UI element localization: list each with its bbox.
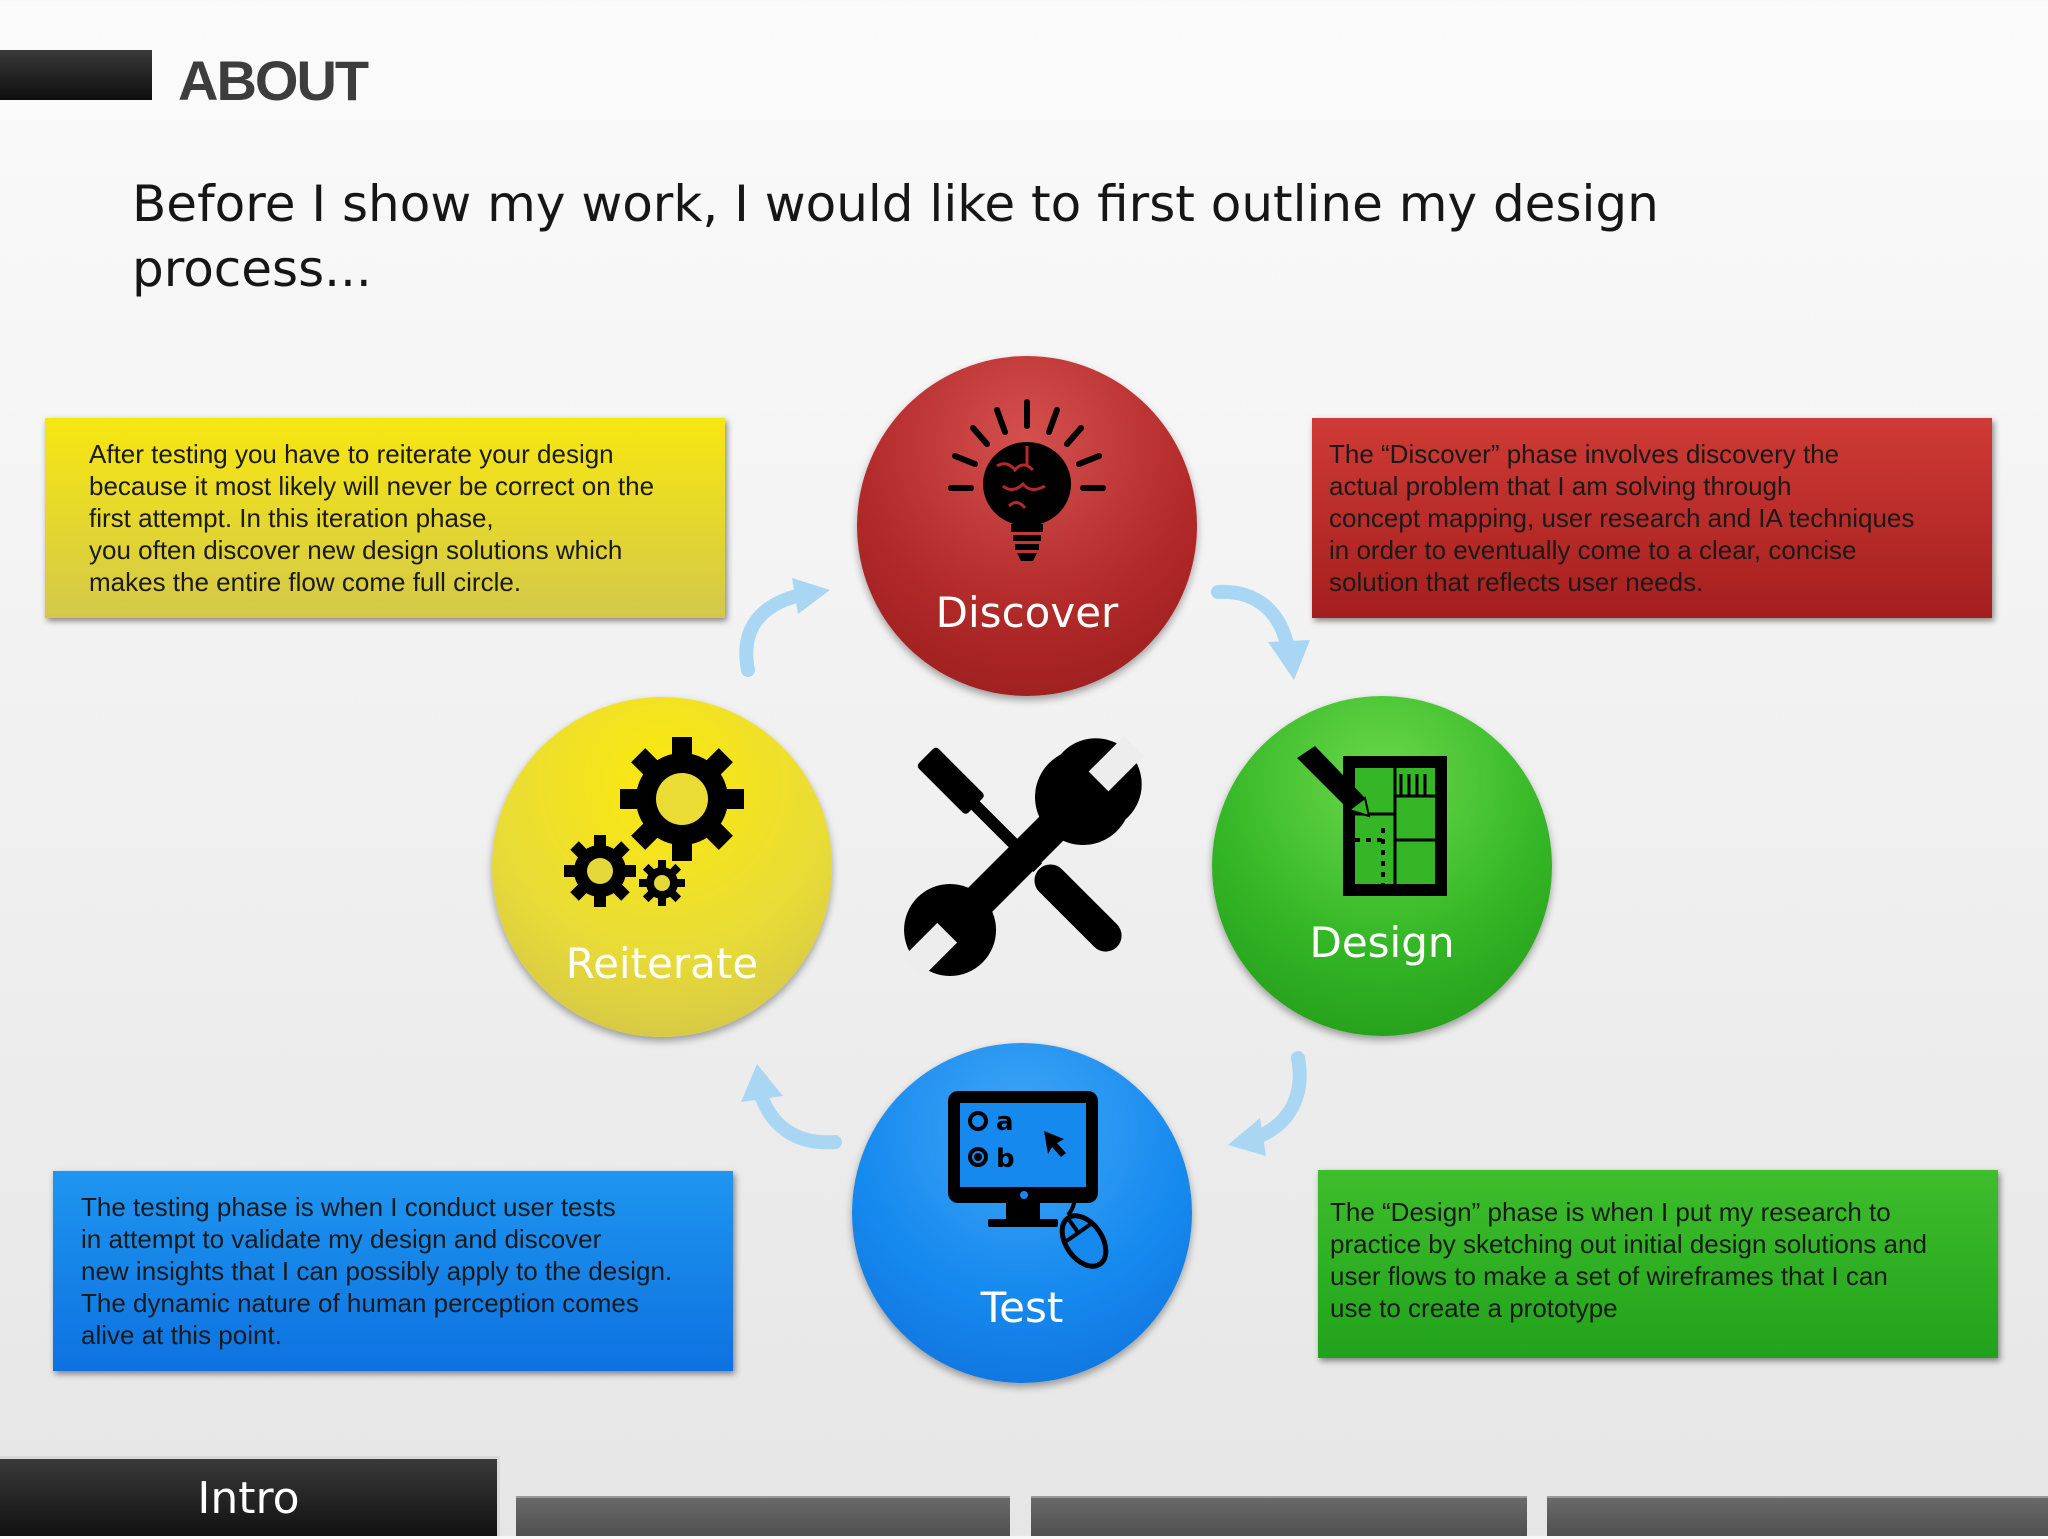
monitor-mouse-icon: a b — [948, 1091, 1109, 1269]
design-description-box: The “Design” phase is when I put my rese… — [1318, 1170, 1998, 1358]
cycle-arrow-icon — [1228, 1051, 1307, 1156]
cycle-arrow-icon — [739, 578, 830, 677]
test-description: The testing phase is when I conduct user… — [81, 1192, 673, 1350]
tab-intro[interactable]: Intro — [0, 1456, 500, 1536]
design-phase-circle[interactable]: Design — [1212, 696, 1552, 1036]
lightbulb-brain-icon — [948, 399, 1106, 561]
blueprint-pencil-icon — [1297, 746, 1447, 896]
reiterate-phase-circle[interactable]: Reiterate — [492, 697, 832, 1037]
tab-3[interactable] — [1031, 1496, 1527, 1536]
bottom-tab-bar: Intro — [0, 1456, 2048, 1536]
header-accent-bar — [0, 50, 152, 100]
discover-label: Discover — [935, 588, 1119, 637]
reiterate-label: Reiterate — [565, 939, 759, 988]
intro-text: Before I show my work, I would like to f… — [132, 175, 1659, 298]
option-a-label: a — [996, 1107, 1014, 1137]
discover-description: The “Discover” phase involves discovery … — [1329, 439, 1915, 597]
gears-icon — [564, 737, 744, 907]
test-label: Test — [980, 1283, 1064, 1332]
design-description: The “Design” phase is when I put my rese… — [1330, 1197, 1927, 1323]
page-title: ABOUT — [178, 49, 369, 112]
test-phase-circle[interactable]: a b Test — [852, 1043, 1192, 1383]
tab-4[interactable] — [1547, 1496, 2048, 1536]
reiterate-description: After testing you have to reiterate your… — [89, 439, 655, 597]
design-label: Design — [1309, 918, 1455, 967]
tab-2[interactable] — [516, 1496, 1010, 1536]
test-description-box: The testing phase is when I conduct user… — [53, 1171, 733, 1371]
reiterate-description-box: After testing you have to reiterate your… — [45, 418, 725, 618]
wrench-screwdriver-icon — [901, 736, 1144, 979]
cycle-arrow-icon — [741, 1064, 842, 1150]
cycle-arrow-icon — [1211, 584, 1310, 680]
option-b-label: b — [996, 1144, 1015, 1174]
discover-phase-circle[interactable]: Discover — [857, 356, 1197, 696]
discover-description-box: The “Discover” phase involves discovery … — [1312, 418, 1992, 618]
